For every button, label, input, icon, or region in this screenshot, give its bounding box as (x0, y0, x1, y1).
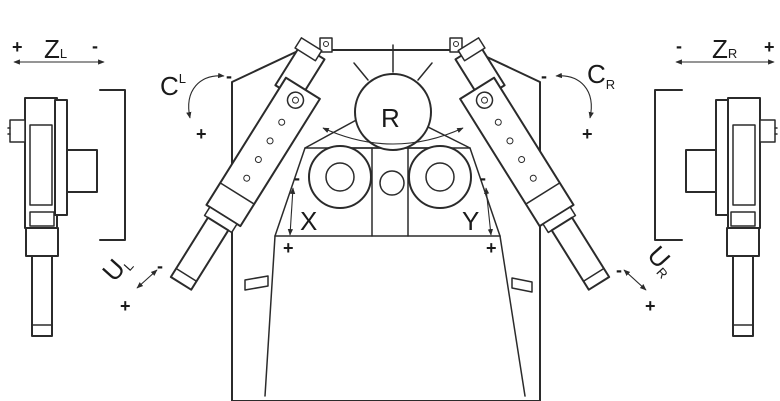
label-u-right: UR (641, 240, 683, 282)
x-axis-arrow (287, 187, 296, 236)
roll-y (408, 145, 472, 209)
sign-x-plus: + (283, 238, 294, 258)
label-c-right: CR (587, 59, 615, 92)
left-guide-arm (169, 37, 326, 291)
sign-z-right-minus: - (676, 36, 682, 56)
sign-y-minus: - (480, 168, 486, 188)
label-x: X (300, 206, 317, 236)
center-pin (379, 170, 405, 196)
right-side-unit (654, 89, 778, 337)
sign-u-right-plus: + (645, 296, 656, 316)
left-side-unit (7, 89, 126, 337)
u-right-arrow (623, 269, 647, 291)
roll-r (322, 44, 464, 151)
main-frame (231, 37, 541, 401)
sign-c-left-plus: + (196, 124, 207, 144)
right-guide-arm (454, 37, 611, 291)
label-u-left: UL (96, 248, 136, 288)
label-z-left: ZL (44, 34, 67, 64)
label-r: R (381, 103, 400, 133)
sign-u-right-minus: - (616, 260, 622, 280)
y-axis-arrow (484, 187, 493, 236)
sign-z-left-minus: - (92, 36, 98, 56)
sign-u-left-plus: + (120, 296, 131, 316)
sign-z-left-plus: + (12, 37, 23, 57)
c-right-arrow (555, 72, 594, 119)
label-c-left: CL (160, 71, 186, 101)
sign-c-right-minus: - (541, 66, 547, 86)
sign-c-right-plus: + (582, 124, 593, 144)
sign-y-plus: + (486, 238, 497, 258)
sign-x-minus: - (294, 168, 300, 188)
label-y: Y (462, 206, 479, 236)
label-z-right: ZR (712, 34, 737, 64)
roll-x (308, 145, 372, 209)
c-left-arrow (186, 72, 225, 119)
sign-z-right-plus: + (764, 37, 775, 57)
sign-u-left-minus: - (157, 256, 163, 276)
sign-c-left-minus: - (226, 66, 232, 86)
u-left-arrow (136, 269, 158, 289)
